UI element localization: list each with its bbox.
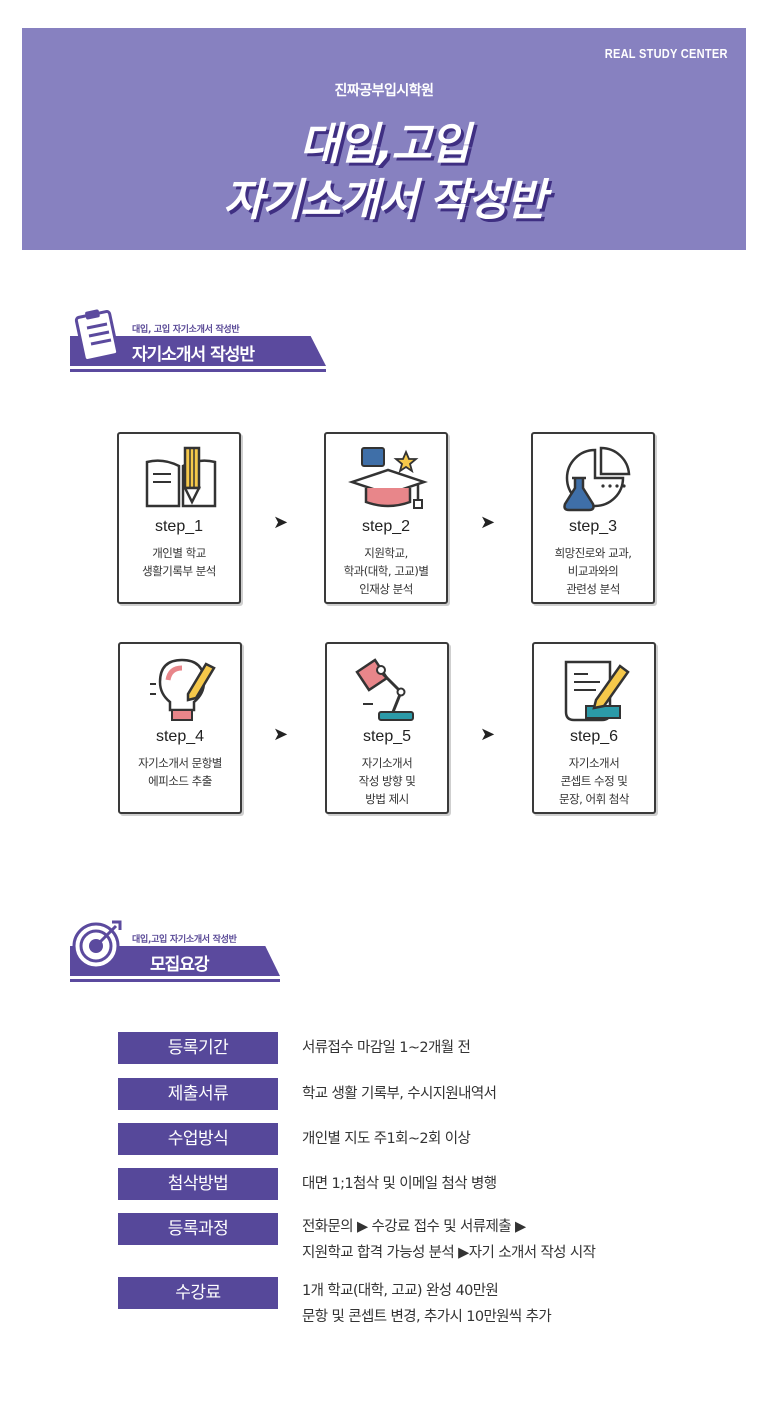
step-card-5: step_5 자기소개서 작성 방향 및 방법 제시 xyxy=(325,642,449,814)
step-description: 자기소개서 문항별 에피소드 추출 xyxy=(138,756,222,788)
banner-title-line2: 자기소개서 작성반 xyxy=(223,175,546,226)
info-value-period: 서류접수 마감일 1~2개월 전 xyxy=(302,1040,471,1056)
info-label-method: 수업방식 xyxy=(118,1123,278,1155)
pie-chart-flask-icon xyxy=(563,446,631,512)
arrow-icon: ➤ xyxy=(273,512,289,533)
info-value-feedback: 대면 1;1첨삭 및 이메일 첨삭 병행 xyxy=(302,1176,497,1192)
banner-title-line1: 대입,고입 xyxy=(299,119,471,170)
step-title: step_1 xyxy=(154,518,204,535)
header-banner: REAL STUDY CENTER 진짜공부입시학원 대입,고입 자기소개서 작… xyxy=(22,28,746,250)
step-card-3: step_3 희망진로와 교과, 비교과와의 관련성 분석 xyxy=(531,432,655,604)
brand-logo: REAL STUDY CENTER xyxy=(604,46,728,61)
info-label-feedback: 첨삭방법 xyxy=(118,1168,278,1200)
step-card-1: step_1 개인별 학교 생활기록부 분석 xyxy=(117,432,241,604)
step-title: step_4 xyxy=(155,728,205,745)
lightbulb-pencil-icon xyxy=(150,658,216,721)
section-title: 자기소개서 작성반 xyxy=(132,345,255,365)
arrow-icon: ➤ xyxy=(273,724,289,745)
step-description: 지원학교, 학과(대학, 고교)별 인재상 분석 xyxy=(343,546,429,596)
open-book-pencil-icon xyxy=(145,446,217,508)
arrow-icon: ➤ xyxy=(480,512,496,533)
info-label-period: 등록기간 xyxy=(118,1032,278,1064)
step-title: step_5 xyxy=(362,728,412,745)
section-small-label: 대입,고입 자기소개서 작성반 xyxy=(132,935,237,945)
clipboard-icon xyxy=(74,309,120,362)
arrow-icon: ➤ xyxy=(480,724,496,745)
section-underline xyxy=(70,979,280,982)
section-title: 모집요강 xyxy=(150,955,210,975)
info-value-process: 전화문의 ▶ 수강료 접수 및 서류제출 ▶ 지원학교 합격 가능성 분석 ▶자… xyxy=(302,1219,596,1261)
info-value-documents: 학교 생활 기록부, 수시지원내역서 xyxy=(302,1086,497,1102)
step-title: step_2 xyxy=(361,518,411,535)
step-description: 개인별 학교 생활기록부 분석 xyxy=(142,546,216,578)
target-dart-icon xyxy=(72,920,122,970)
step-description: 자기소개서 작성 방향 및 방법 제시 xyxy=(358,756,416,806)
document-pencil-icon xyxy=(564,660,630,722)
step-description: 자기소개서 콘셉트 수정 및 문장, 어휘 첨삭 xyxy=(559,756,629,806)
step-title: step_3 xyxy=(568,518,618,535)
desk-lamp-icon xyxy=(355,658,414,721)
info-value-fee: 1개 학교(대학, 고교) 완성 40만원 문항 및 콘셉트 변경, 추가시 1… xyxy=(302,1283,552,1325)
info-label-fee: 수강료 xyxy=(118,1277,278,1309)
step-title: step_6 xyxy=(569,728,619,745)
section-underline xyxy=(70,369,326,372)
section-small-label: 대입, 고입 자기소개서 작성반 xyxy=(132,325,240,335)
step-card-4: step_4 자기소개서 문항별 에피소드 추출 xyxy=(118,642,242,814)
step-card-6: step_6 자기소개서 콘셉트 수정 및 문장, 어휘 첨삭 xyxy=(532,642,656,814)
info-label-documents: 제출서류 xyxy=(118,1078,278,1110)
banner-subtitle: 진짜공부입시학원 xyxy=(334,83,434,99)
info-value-method: 개인별 지도 주1회~2회 이상 xyxy=(302,1131,471,1147)
step-card-2: step_2 지원학교, 학과(대학, 고교)별 인재상 분석 xyxy=(324,432,448,604)
step-description: 희망진로와 교과, 비교과와의 관련성 분석 xyxy=(554,546,632,596)
info-label-process: 등록과정 xyxy=(118,1213,278,1245)
graduation-cap-star-icon xyxy=(348,447,428,509)
